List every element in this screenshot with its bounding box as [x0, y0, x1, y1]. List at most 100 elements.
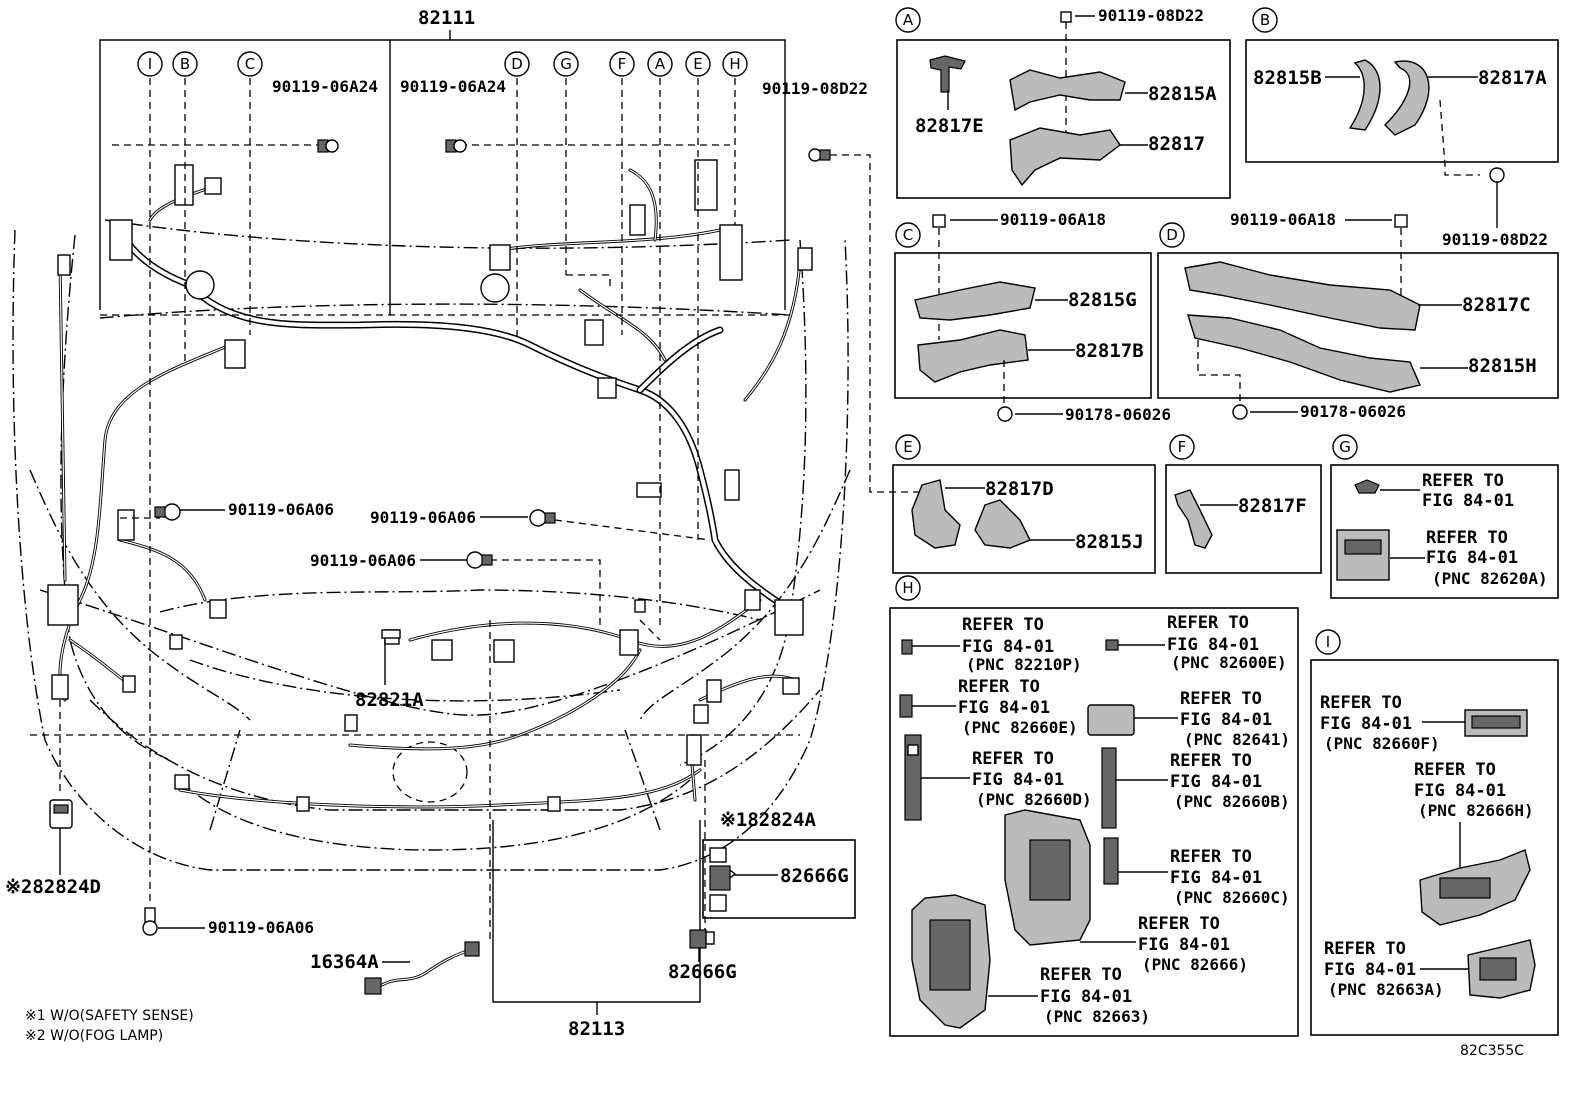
- panel-i-ref1-l1: REFER TO: [1414, 760, 1496, 780]
- firewall-line: [104, 219, 791, 249]
- panel-c-id: C: [903, 226, 913, 244]
- panel-h-ref4-l3: (PNC 82660D): [976, 790, 1092, 809]
- panel-a-id: A: [903, 11, 914, 29]
- panel-i: I REFER TO FIG 84-01 (PNC 82660F) REFER …: [1310, 629, 1559, 1036]
- callout-h: H: [729, 55, 740, 73]
- panel-e-82815J: 82815J: [1075, 531, 1144, 553]
- footnote-2: ※2 W/O(FOG LAMP): [25, 1028, 163, 1044]
- grille-inner: [209, 729, 661, 831]
- panel-e: E 82817D 82815J: [892, 434, 1156, 574]
- callout-i: I: [148, 55, 152, 73]
- panel-d: D 90119-06A18 82817C 82815H 90178-06026: [1157, 210, 1559, 421]
- label-82824A: ※182824A: [720, 809, 817, 831]
- bracket-82817D: [911, 479, 961, 549]
- panel-h-ref6-l3: (PNC 82660C): [1174, 888, 1290, 907]
- module-82620A: [1336, 529, 1390, 581]
- panel-h-ref3-l2: FIG 84-01: [1180, 710, 1272, 730]
- module-82641: [1087, 704, 1135, 736]
- panel-h-ref5-l3: (PNC 82660B): [1174, 792, 1290, 811]
- panel-a: A 90119-08D22 82817E 82815A 82817: [895, 6, 1231, 199]
- panel-h-ref7-l3: (PNC 82666): [1142, 955, 1248, 974]
- hood-inner-left: [60, 234, 171, 761]
- callout-a: A: [655, 55, 666, 73]
- label-82666G-box: 82666G: [780, 865, 849, 887]
- callout-circle-e: [685, 51, 711, 77]
- bumper-line: [89, 689, 821, 811]
- panel-g-ref1-l2: FIG 84-01: [1422, 491, 1514, 511]
- callout-b: B: [180, 55, 190, 73]
- panel-b-bolt: 90119-08D22: [1442, 230, 1548, 249]
- callout-circle-g: [553, 51, 579, 77]
- panel-c-bolt: 90119-06A18: [1000, 210, 1106, 229]
- callout-c: C: [245, 55, 255, 73]
- diagram-code: 82C355C: [1460, 1043, 1524, 1059]
- panel-c-82815G: 82815G: [1068, 289, 1137, 311]
- label-82824D: ※282824D: [5, 876, 101, 898]
- panel-i-ref1-l2: FIG 84-01: [1414, 781, 1506, 801]
- callout-circle-d: [504, 51, 530, 77]
- panel-h-ref2-l2: FIG 84-01: [958, 698, 1050, 718]
- panel-h-ref6-l1: REFER TO: [1170, 847, 1252, 867]
- headlamp-left: [29, 469, 251, 721]
- clip-icon: [1354, 479, 1380, 494]
- callout-circle-c: [237, 51, 263, 77]
- panel-i-ref2-l2: FIG 84-01: [1324, 960, 1416, 980]
- callout-row: I B C D G F A E H: [137, 51, 748, 77]
- label-bolt-a06-2: 90119-06A06: [370, 508, 476, 527]
- panel-f-82817F: 82817F: [1238, 495, 1307, 517]
- panel-a-82815A: 82815A: [1148, 83, 1217, 105]
- label-82666G-lower: 82666G: [668, 961, 737, 983]
- panel-h-ref1-l1: REFER TO: [1167, 613, 1249, 633]
- panel-c: C 90119-06A18 82815G 82817B 90178-06026: [894, 210, 1171, 424]
- clip-82817E: [929, 55, 966, 93]
- panel-g-ref2-l3: (PNC 82620A): [1432, 569, 1548, 588]
- callout-circle-f: [609, 51, 635, 77]
- bracket-82815G: [914, 281, 1036, 321]
- bracket-82815B: [1348, 59, 1381, 131]
- panel-h-ref0-l2: FIG 84-01: [962, 637, 1054, 657]
- panel-d-82817C: 82817C: [1462, 294, 1531, 316]
- panel-h-ref2-l1: REFER TO: [958, 677, 1040, 697]
- panel-g-id: G: [1339, 438, 1351, 456]
- bracket-82815H: [1187, 314, 1421, 393]
- sensor-82824D: [49, 799, 73, 829]
- panel-i-ref1-l3: (PNC 82666H): [1418, 801, 1534, 820]
- callout-leaders: [30, 78, 925, 940]
- bracket-82111: [99, 39, 786, 310]
- emblem-area: [392, 741, 468, 803]
- label-bolt-d22: 90119-08D22: [762, 79, 868, 98]
- bracket-82817: [1009, 127, 1121, 187]
- panel-h: H REFER TO FIG 84-01 (PNC 82210P) REFER …: [889, 575, 1299, 1037]
- panel-g-ref1-l1: REFER TO: [1422, 471, 1504, 491]
- panel-b-82817A: 82817A: [1478, 67, 1547, 89]
- engine-top-line: [159, 589, 761, 621]
- label-leaders: [59, 509, 778, 963]
- bracket-82817F: [1174, 489, 1213, 549]
- panel-h-ref7-l2: FIG 84-01: [1138, 935, 1230, 955]
- harness-connectors: [47, 159, 813, 812]
- harness-16364A: [364, 941, 480, 995]
- radiator-support: [39, 589, 821, 716]
- panel-i-ref0-l3: (PNC 82660F): [1324, 734, 1440, 753]
- callout-f: F: [618, 55, 627, 73]
- grille-outline: [179, 779, 691, 851]
- engine-bay-drawing: [12, 30, 925, 1015]
- panel-h-ref0-l1: REFER TO: [962, 615, 1044, 635]
- panel-h-ref5-l1: REFER TO: [1170, 751, 1252, 771]
- panel-h-ref2-l3: (PNC 82660E): [962, 718, 1078, 737]
- panel-e-82817D: 82817D: [985, 478, 1054, 500]
- panel-h-ref1-l3: (PNC 82600E): [1171, 653, 1287, 672]
- panel-c-82817B: 82817B: [1075, 340, 1144, 362]
- label-82111: 82111: [418, 7, 475, 29]
- panel-h-ref8-l2: FIG 84-01: [1040, 987, 1132, 1007]
- panel-i-ref2-l3: (PNC 82663A): [1328, 980, 1444, 999]
- bracket-82817A: [1384, 60, 1430, 136]
- fuse-82666G-lower: [689, 929, 715, 949]
- panel-h-ref5-l2: FIG 84-01: [1170, 772, 1262, 792]
- panel-h-ref6-l2: FIG 84-01: [1170, 868, 1262, 888]
- panel-h-ref3-l3: (PNC 82641): [1184, 730, 1290, 749]
- panel-i-ref2-l1: REFER TO: [1324, 939, 1406, 959]
- panel-a-82817E: 82817E: [915, 115, 984, 137]
- callout-g: G: [560, 55, 572, 73]
